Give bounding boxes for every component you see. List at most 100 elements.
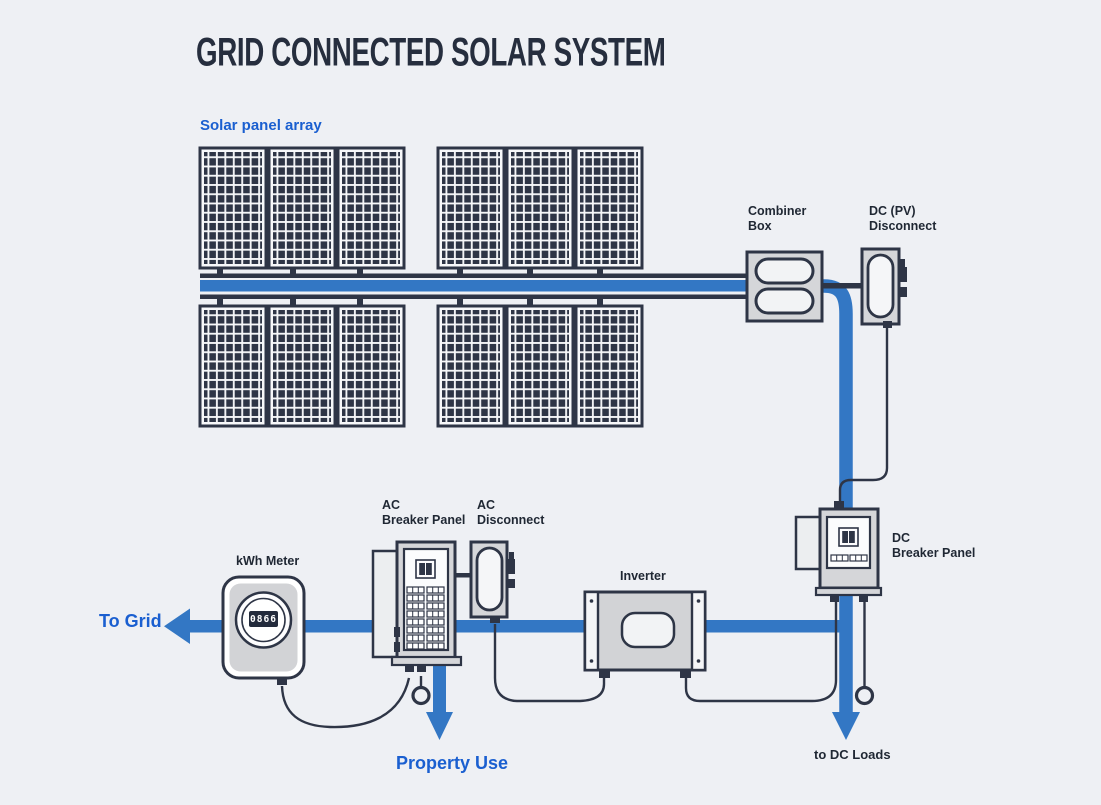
combiner-box (745, 250, 824, 323)
dc-pv-disconnect-label: DC (PV) Disconnect (869, 204, 936, 234)
solar-panel (198, 146, 268, 270)
solar-panel (574, 304, 644, 428)
door-hinge-icon (394, 627, 400, 637)
ac-wire-ring (411, 685, 431, 706)
breaker-row (426, 642, 445, 650)
breaker-row (426, 602, 445, 610)
solar-panel (198, 304, 268, 428)
to-dc-loads-label: to DC Loads (814, 747, 891, 762)
terminal (417, 665, 426, 672)
dc-breaker-panel-label: DC Breaker Panel (892, 531, 975, 561)
ac-breaker-panel-label-line1: AC (382, 498, 401, 512)
dc-breaker-panel (794, 501, 883, 602)
disconnect-handle-icon (900, 259, 905, 267)
solar-array-label: Solar panel array (200, 117, 322, 134)
breaker-row (406, 642, 425, 650)
solar-panel (574, 146, 644, 270)
panel-base (814, 586, 883, 597)
terminal (883, 321, 892, 328)
terminal (405, 665, 414, 672)
solar-panel (505, 304, 575, 428)
ac-disconnect-label: AC Disconnect (477, 498, 544, 528)
inverter-side-strip (583, 590, 600, 672)
terminal (834, 501, 844, 509)
dc-loads-arrowhead (832, 712, 860, 740)
panel-base (390, 655, 463, 667)
bus-rail-bottom (200, 294, 747, 299)
solar-panel (267, 146, 337, 270)
breaker-row (426, 594, 445, 602)
inverter-side-strip (690, 590, 707, 672)
meter-display (249, 611, 278, 627)
combiner-box-label-line1: Combiner (748, 204, 807, 218)
dc-wire-ring (854, 685, 875, 706)
page-title: GRID CONNECTED SOLAR SYSTEM (196, 31, 666, 76)
to-grid-label: To Grid (99, 611, 162, 631)
disconnect-handle-icon (507, 579, 515, 588)
combiner-fuse-slot (754, 287, 815, 315)
breaker-row (406, 634, 425, 642)
kwh-meter-label: kWh Meter (236, 554, 300, 568)
door-hinge-icon (394, 642, 400, 652)
screw-icon (696, 659, 701, 663)
ac-breaker-panel-label: AC Breaker Panel (382, 498, 465, 528)
wire-acdisconnect-to-inverter (493, 624, 606, 703)
bus-rail-top (200, 273, 747, 278)
ac-disconnect (469, 540, 515, 623)
solar-panel (336, 304, 406, 428)
breaker-row (406, 602, 425, 610)
dc-breaker-panel-label-line2: Breaker Panel (892, 545, 976, 560)
dc-pv-disconnect-label-line1: DC (PV) (869, 204, 916, 218)
disconnect-handle-icon (899, 267, 907, 282)
breaker-row (406, 594, 425, 602)
inverter-label: Inverter (620, 569, 666, 583)
terminal (599, 670, 610, 678)
combiner-box-label: Combiner Box (748, 204, 806, 234)
ac-disconnect-label-line1: AC (477, 498, 496, 512)
screw-icon (589, 599, 594, 603)
wire-meter-to-acbreaker (280, 677, 411, 729)
breaker-row (406, 626, 425, 634)
combiner-box-label-line2: Box (748, 218, 772, 233)
inverter-display-window (620, 611, 676, 649)
ac-breaker-panel (371, 540, 463, 672)
terminal (277, 677, 287, 685)
solar-panel (436, 146, 506, 270)
inverter (583, 590, 707, 678)
screw-icon (696, 599, 701, 603)
dc-breaker-panel-label-line1: DC (892, 531, 911, 545)
screw-icon (589, 659, 594, 663)
ac-breaker-panel-label-line2: Breaker Panel (382, 512, 466, 527)
dc-bus-blue-bar (200, 280, 760, 292)
solar-panel (505, 146, 575, 270)
breaker-row (426, 626, 445, 634)
combiner-fuse-slot (754, 257, 815, 285)
meter-reading: 0866 (250, 613, 277, 625)
terminal (490, 616, 500, 623)
main-breaker (415, 559, 436, 579)
main-breaker (838, 527, 859, 547)
solar-panel (436, 304, 506, 428)
terminal (680, 670, 691, 678)
solar-panel (336, 146, 406, 270)
bus-rails (200, 266, 747, 308)
terminal (830, 595, 839, 602)
breaker-row (426, 634, 445, 642)
terminal (859, 595, 868, 602)
connector-acbreaker-acdisconnect (453, 573, 474, 578)
disconnect-handle-icon (899, 287, 907, 297)
breaker-row (849, 554, 868, 562)
ac-disconnect-label-line2: Disconnect (477, 512, 545, 527)
kwh-meter (221, 575, 306, 685)
breaker-row (830, 554, 849, 562)
to-grid-arrowhead (164, 608, 190, 644)
breaker-row (406, 610, 425, 618)
solar-panel (267, 304, 337, 428)
dc-pv-disconnect (860, 247, 907, 328)
breaker-row (426, 610, 445, 618)
breaker-row (426, 586, 445, 594)
wire-dcdisconnect-to-dcbreaker (838, 326, 889, 506)
dc-pv-disconnect-label-line2: Disconnect (869, 218, 937, 233)
